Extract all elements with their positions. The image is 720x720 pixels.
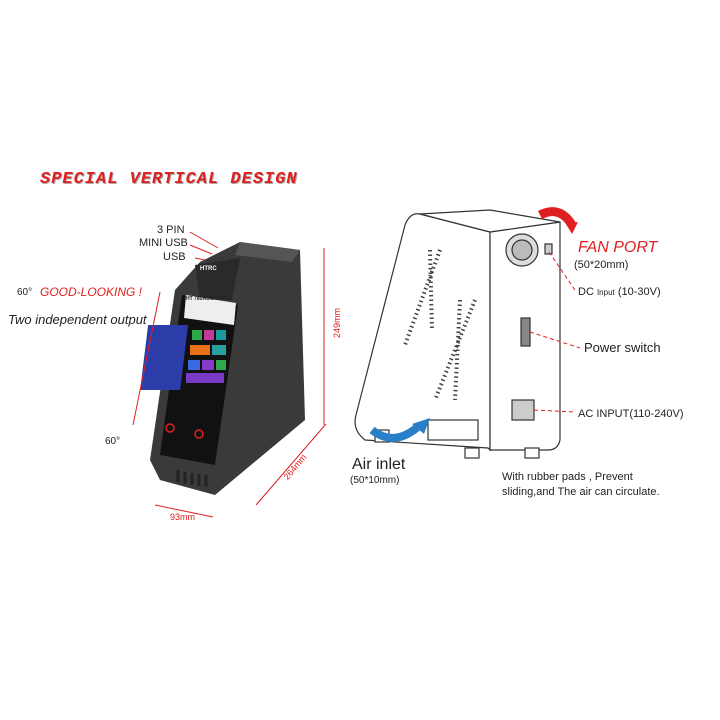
rear-charger-image <box>354 209 561 459</box>
page-title: SPECIAL VERTICAL DESIGN <box>40 170 298 189</box>
air-inlet-label: Air inlet <box>352 456 406 473</box>
dc-label: DC <box>578 286 594 298</box>
angle-top: 60° <box>17 287 33 298</box>
dc-input-text: Input <box>596 288 615 297</box>
port-label-usb: USB <box>163 251 186 263</box>
fan-arrow <box>537 207 576 228</box>
good-looking-label: GOOD-LOOKING ! <box>40 285 143 299</box>
callout-lines <box>529 251 581 413</box>
front-charger-image <box>140 242 305 495</box>
brand-logo: HTRC <box>200 266 217 272</box>
model-label: HT 780AC/DC DUO <box>186 296 231 302</box>
port-label-3pin: 3 PIN <box>157 224 185 236</box>
vent-pattern <box>403 249 477 401</box>
power-switch-label: Power switch <box>584 340 661 355</box>
width-dimension: 93mm <box>170 512 196 522</box>
rubber-pads-text-1: With rubber pads , Prevent <box>502 471 633 483</box>
height-dimension: 249mm <box>332 307 343 339</box>
ac-input-label: AC INPUT(110-240V) <box>578 408 684 420</box>
dimension-lines <box>132 231 327 518</box>
dc-range: (10-30V) <box>617 286 661 298</box>
air-inlet-size: (50*10mm) <box>350 475 400 486</box>
rubber-pads-text-2: sliding,and The air can circulate. <box>502 486 660 498</box>
angle-bottom: 60° <box>105 436 121 447</box>
air-arrow <box>369 421 423 442</box>
two-output-label: Two independent output <box>8 312 147 327</box>
fan-port-label: FAN PORT <box>578 239 658 256</box>
port-label-mini-usb: MINI USB <box>139 237 188 249</box>
fan-size: (50*20mm) <box>574 259 629 271</box>
dc-input-label: DC Input (10-30V) <box>578 286 661 298</box>
